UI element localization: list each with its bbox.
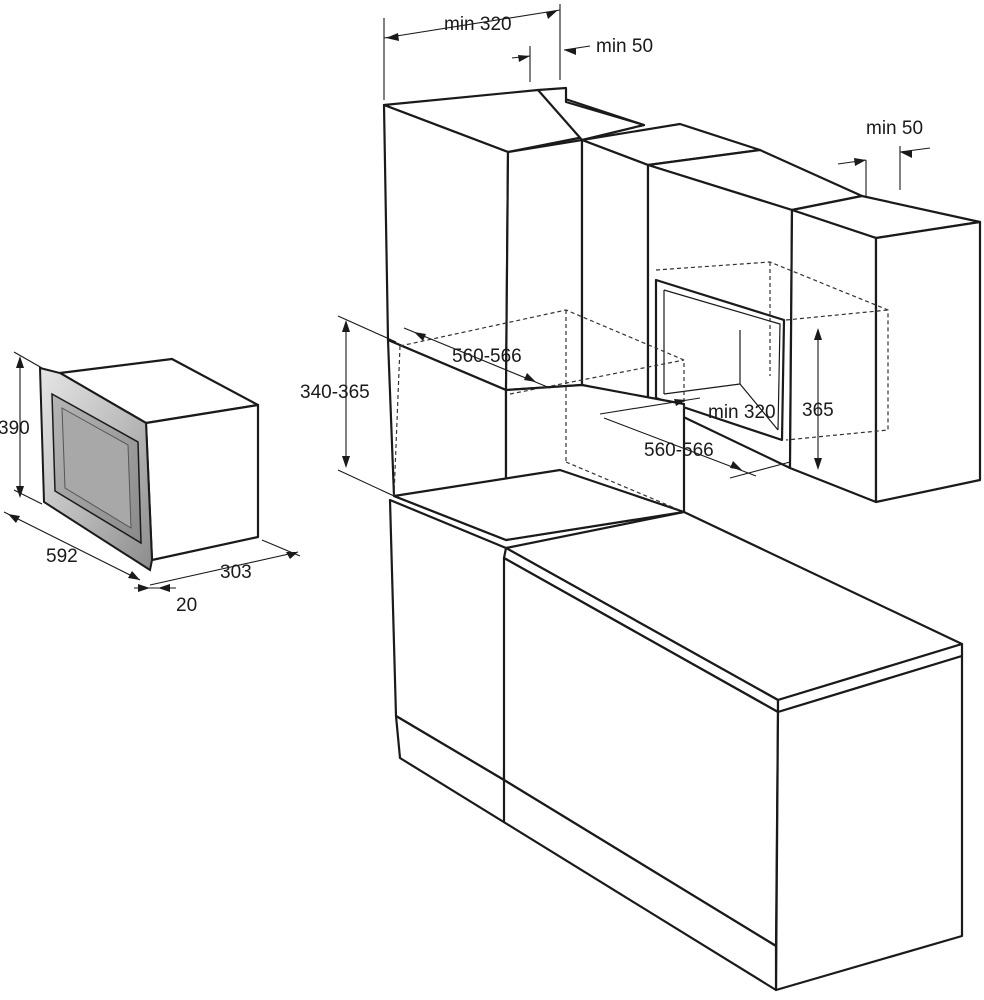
upper-cabinet-front (580, 138, 650, 402)
dim-upper-niche-width: 560-566 (644, 440, 714, 461)
right-wall-cabinet-front (874, 220, 982, 504)
right-wall-cabinet-left (788, 208, 878, 504)
dim-upper-niche-height: 365 (802, 400, 834, 421)
upper-niche-inner (663, 289, 781, 431)
dim-niche-height: 340-365 (300, 382, 370, 403)
dim-upper-niche-depth: min 320 (708, 402, 776, 423)
kitchen-units (382, 86, 982, 992)
oven-side (144, 403, 260, 562)
kitchen-dimensions: min 320 min 50 min 50 340-365 560-566 mi… (300, 4, 931, 497)
back-strip (536, 86, 646, 142)
lower-niche-dashed (399, 309, 685, 410)
upper-niche-dashed (655, 261, 889, 441)
dim-gap-side: min 50 (866, 118, 923, 139)
dim-door-thickness: 20 (176, 595, 197, 616)
built-in-oven (38, 357, 260, 572)
base-cabinet-right-side (774, 654, 964, 992)
appliance-dimensions: 390 592 303 20 (0, 351, 301, 616)
dim-appliance-depth: 303 (220, 562, 252, 583)
dim-upper-depth: min 320 (444, 14, 512, 35)
dim-appliance-height: 390 (0, 418, 30, 439)
dim-niche-width-lower: 560-566 (452, 346, 522, 367)
plinth (394, 714, 778, 992)
oven-inner-window (61, 407, 132, 529)
dim-gap-top: min 50 (596, 36, 653, 57)
dim-appliance-width: 592 (46, 546, 78, 567)
